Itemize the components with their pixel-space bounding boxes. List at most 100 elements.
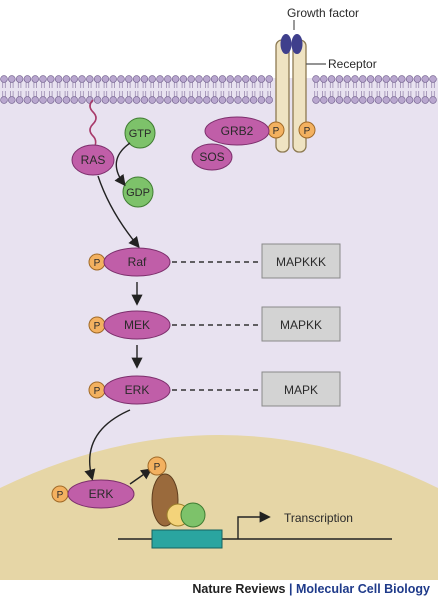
credit-separator: | [288, 582, 293, 596]
lipid-head [429, 96, 437, 104]
erk-phosphorylation-arrow [129, 468, 153, 485]
lipid-head [23, 96, 32, 104]
lipid-head [421, 96, 429, 104]
lipid-head [132, 75, 141, 83]
lipid-head [374, 75, 383, 83]
gtp-hydrolysis-arrow [114, 142, 131, 187]
lipid-head [101, 75, 110, 83]
receptor-phosphate-right [298, 121, 316, 139]
lipid-head [265, 96, 273, 104]
lipid-head [366, 75, 375, 83]
mapkkk-label: MAPKKK [276, 255, 326, 269]
lipid-head [320, 96, 328, 104]
lipid-head [405, 96, 414, 104]
lipid-head [195, 75, 203, 83]
figure-credit: Nature Reviews | Molecular Cell Biology [0, 582, 430, 596]
mek-label: MEK [124, 318, 150, 332]
mapkkk-box [261, 243, 341, 279]
growth-factor-label: Growth factor [287, 6, 359, 20]
lipid-head [226, 96, 234, 104]
extracellular-space [0, 0, 438, 78]
lipid-head [125, 75, 133, 83]
lipid-head [132, 96, 141, 104]
growth-factor [280, 34, 303, 54]
lipid-head [156, 96, 164, 104]
nucleus [0, 435, 438, 580]
lipid-head [335, 75, 344, 83]
lipid-head [148, 75, 156, 83]
lipid-head [93, 75, 102, 83]
gtp-molecule [124, 117, 156, 149]
lipid-head [390, 75, 398, 83]
lipid-head [242, 75, 250, 83]
lipid-head [382, 96, 390, 104]
tf-phosphate [147, 456, 167, 476]
lipid-head [335, 96, 344, 104]
lipid-head [429, 75, 437, 83]
lipid-head [156, 75, 164, 83]
nuclear-erk-label: ERK [89, 487, 114, 501]
tf-phosphate-label: P [154, 462, 161, 473]
lipid-head [101, 96, 110, 104]
lipid-head [23, 75, 32, 83]
raf-label: Raf [128, 255, 147, 269]
transcription-start-arrow [237, 511, 271, 539]
lipid-head [62, 96, 71, 104]
ras-to-raf-arrow [97, 175, 140, 249]
transcription-label: Transcription [284, 511, 353, 525]
lipid-head [257, 75, 266, 83]
gtp-label: GTP [129, 128, 152, 140]
mapk-label: MAPK [284, 383, 318, 397]
lipid-head [70, 96, 78, 104]
lipid-head [257, 96, 266, 104]
lipid-head [179, 75, 188, 83]
lipid-head [117, 96, 125, 104]
lipid-head [327, 75, 336, 83]
lipid-head [249, 75, 258, 83]
lipid-head [351, 75, 359, 83]
mapk-pathway-diagram: Growth factor Receptor P P GRB2 SOS RAS … [0, 0, 438, 580]
lipid-head [15, 75, 24, 83]
lipid-head [312, 75, 320, 83]
raf-protein [103, 247, 171, 277]
grb2-label: GRB2 [221, 124, 254, 138]
lipid-head [117, 75, 125, 83]
lipid-head [359, 96, 367, 104]
lipid-head [31, 75, 39, 83]
lipid-head [187, 75, 195, 83]
lipid-head [390, 96, 398, 104]
mek-protein [103, 310, 171, 340]
lipid-head [242, 96, 250, 104]
lipid-head [374, 96, 383, 104]
grb2-protein [204, 116, 270, 146]
lipid-head [226, 75, 234, 83]
sos-protein [191, 143, 233, 171]
mapk-box [261, 371, 341, 407]
transcription-factor-green [180, 502, 206, 528]
lipid-head [109, 96, 117, 104]
lipid-head [234, 75, 242, 83]
lipid-head [210, 96, 219, 104]
lipid-head [382, 75, 390, 83]
lipid-head [320, 75, 328, 83]
erk-phosphate-label: P [94, 386, 101, 397]
lipid-head [351, 96, 359, 104]
gdp-label: GDP [126, 187, 150, 199]
lipid-head [62, 75, 71, 83]
lipid-head [47, 75, 55, 83]
ras-protein [71, 144, 115, 176]
mek-phosphate-label: P [94, 321, 101, 332]
lipid-head [187, 96, 195, 104]
gdp-molecule [122, 176, 154, 208]
lipid-head [86, 75, 94, 83]
lipid-head [31, 96, 39, 104]
lipid-head [171, 75, 180, 83]
lipid-head [78, 96, 86, 104]
lipid-head [78, 75, 86, 83]
receptor-phosphate-right-label: P [304, 126, 311, 137]
sos-label: SOS [199, 150, 224, 164]
lipid-head [70, 75, 78, 83]
lipid-head [140, 75, 149, 83]
lipid-head [39, 96, 47, 104]
